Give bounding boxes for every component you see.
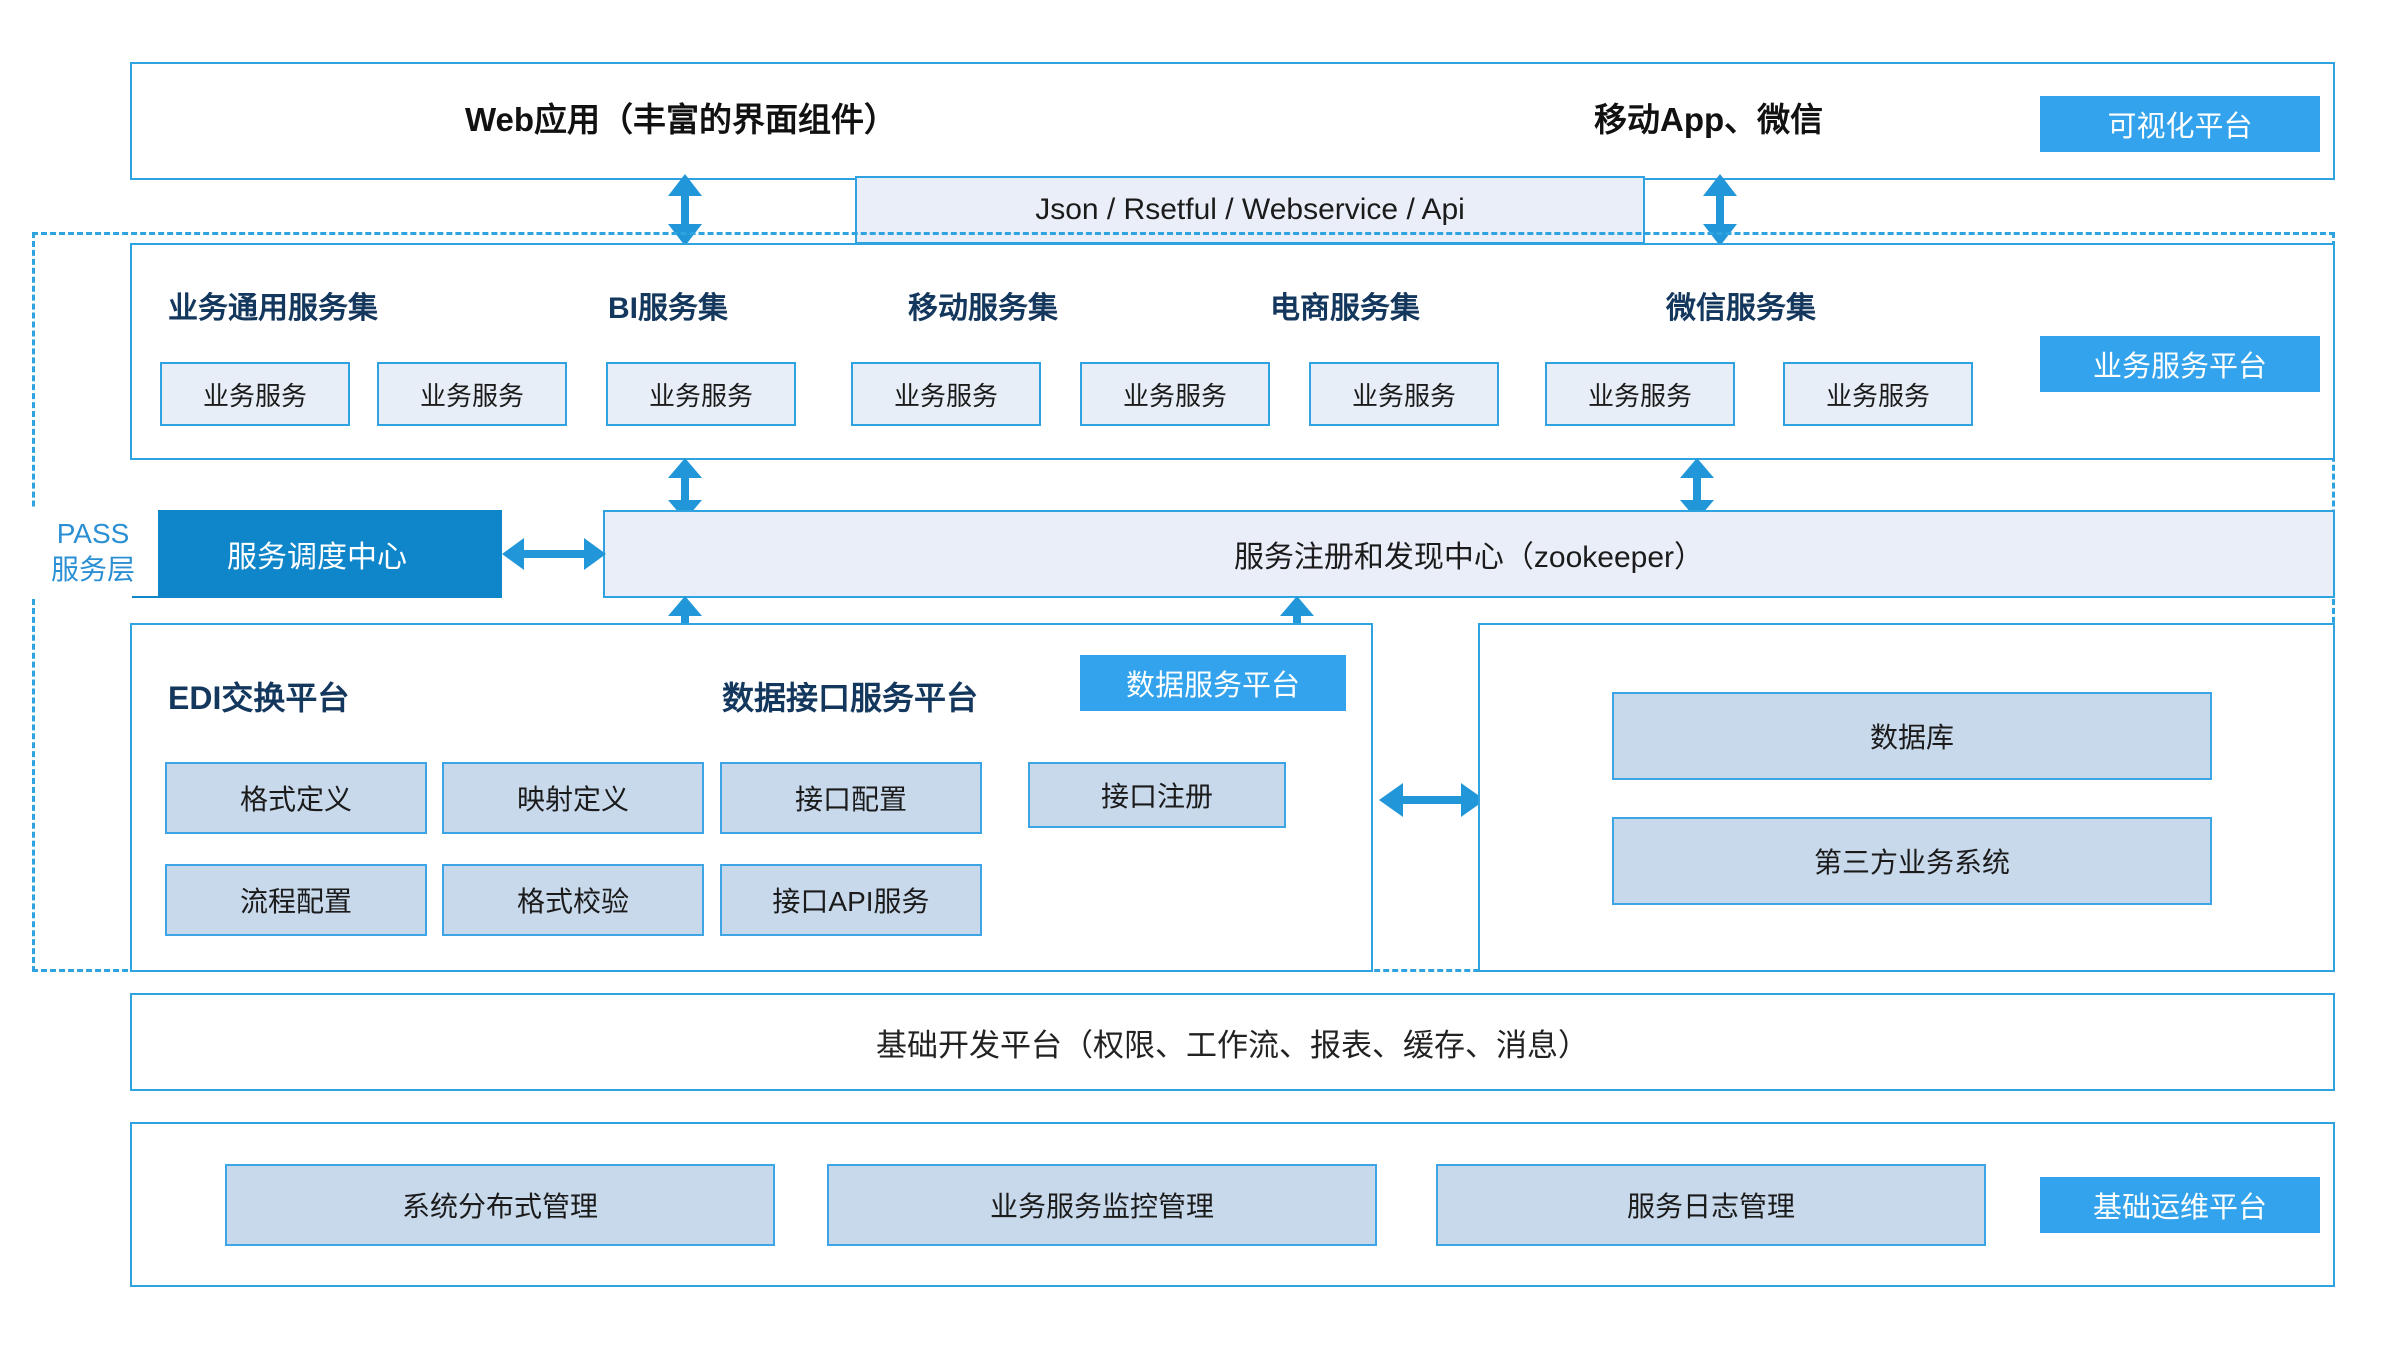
mobile-app-label: 移动App、微信 — [1594, 101, 1824, 138]
edi-process-configuration[interactable]: 流程配置 — [165, 864, 427, 936]
pass-label-line1: PASS — [56, 518, 130, 549]
service-dispatch-center[interactable]: 服务调度中心 — [132, 510, 502, 598]
service-registry-center: 服务注册和发现中心（zookeeper） — [603, 510, 2335, 598]
business-service-box[interactable]: 业务服务 — [1545, 362, 1735, 426]
business-service-layer-frame — [130, 243, 2335, 460]
business-service-box[interactable]: 业务服务 — [606, 362, 796, 426]
badge-ops-platform[interactable]: 基础运维平台 — [2040, 1177, 2320, 1233]
double-arrow-vertical-icon — [1695, 174, 1745, 246]
service-set-title-ecommerce: 电商服务集 — [1270, 292, 1420, 325]
business-service-box[interactable]: 业务服务 — [1080, 362, 1270, 426]
business-service-box[interactable]: 业务服务 — [1309, 362, 1499, 426]
business-service-box[interactable]: 业务服务 — [1783, 362, 1973, 426]
interface-registration[interactable]: 接口注册 — [1028, 762, 1286, 828]
badge-data-service-platform[interactable]: 数据服务平台 — [1080, 655, 1346, 711]
pass-label-line2: 服务层 — [50, 553, 135, 585]
foundation-platform-label: 基础开发平台（权限、工作流、报表、缓存、消息） — [876, 1027, 1589, 1063]
service-set-title-mobile: 移动服务集 — [908, 292, 1058, 325]
ops-distributed-management[interactable]: 系统分布式管理 — [225, 1164, 775, 1246]
edi-format-definition[interactable]: 格式定义 — [165, 762, 427, 834]
service-set-title-wechat: 微信服务集 — [1666, 292, 1816, 325]
foundation-layer-frame — [130, 993, 2335, 1091]
interface-protocol-bar: Json / Rsetful / Webservice / Api — [855, 176, 1645, 244]
edi-platform-title: EDI交换平台 — [168, 680, 350, 716]
badge-business-service-platform[interactable]: 业务服务平台 — [2040, 336, 2320, 392]
business-service-box[interactable]: 业务服务 — [377, 362, 567, 426]
edi-format-validation[interactable]: 格式校验 — [442, 864, 704, 936]
interface-configuration[interactable]: 接口配置 — [720, 762, 982, 834]
service-set-title-bi: BI服务集 — [608, 292, 728, 325]
external-data-panel-frame — [1478, 623, 2335, 972]
double-arrow-horizontal-icon — [502, 532, 606, 576]
ops-service-log-management[interactable]: 服务日志管理 — [1436, 1164, 1986, 1246]
web-app-label: Web应用（丰富的界面组件） — [465, 101, 898, 138]
pass-layer-label: PASS 服务层 — [28, 508, 158, 596]
interface-api-service[interactable]: 接口API服务 — [720, 864, 982, 936]
presentation-layer-frame — [130, 62, 2335, 180]
business-service-box[interactable]: 业务服务 — [160, 362, 350, 426]
third-party-system-box[interactable]: 第三方业务系统 — [1612, 817, 2212, 905]
badge-visualization-platform[interactable]: 可视化平台 — [2040, 96, 2320, 152]
edi-mapping-definition[interactable]: 映射定义 — [442, 762, 704, 834]
double-arrow-vertical-icon — [660, 174, 710, 246]
service-set-title-general: 业务通用服务集 — [168, 292, 378, 325]
database-box[interactable]: 数据库 — [1612, 692, 2212, 780]
double-arrow-horizontal-icon — [1379, 778, 1485, 822]
data-interface-platform-title: 数据接口服务平台 — [722, 680, 979, 716]
ops-service-monitor-management[interactable]: 业务服务监控管理 — [827, 1164, 1377, 1246]
business-service-box[interactable]: 业务服务 — [851, 362, 1041, 426]
